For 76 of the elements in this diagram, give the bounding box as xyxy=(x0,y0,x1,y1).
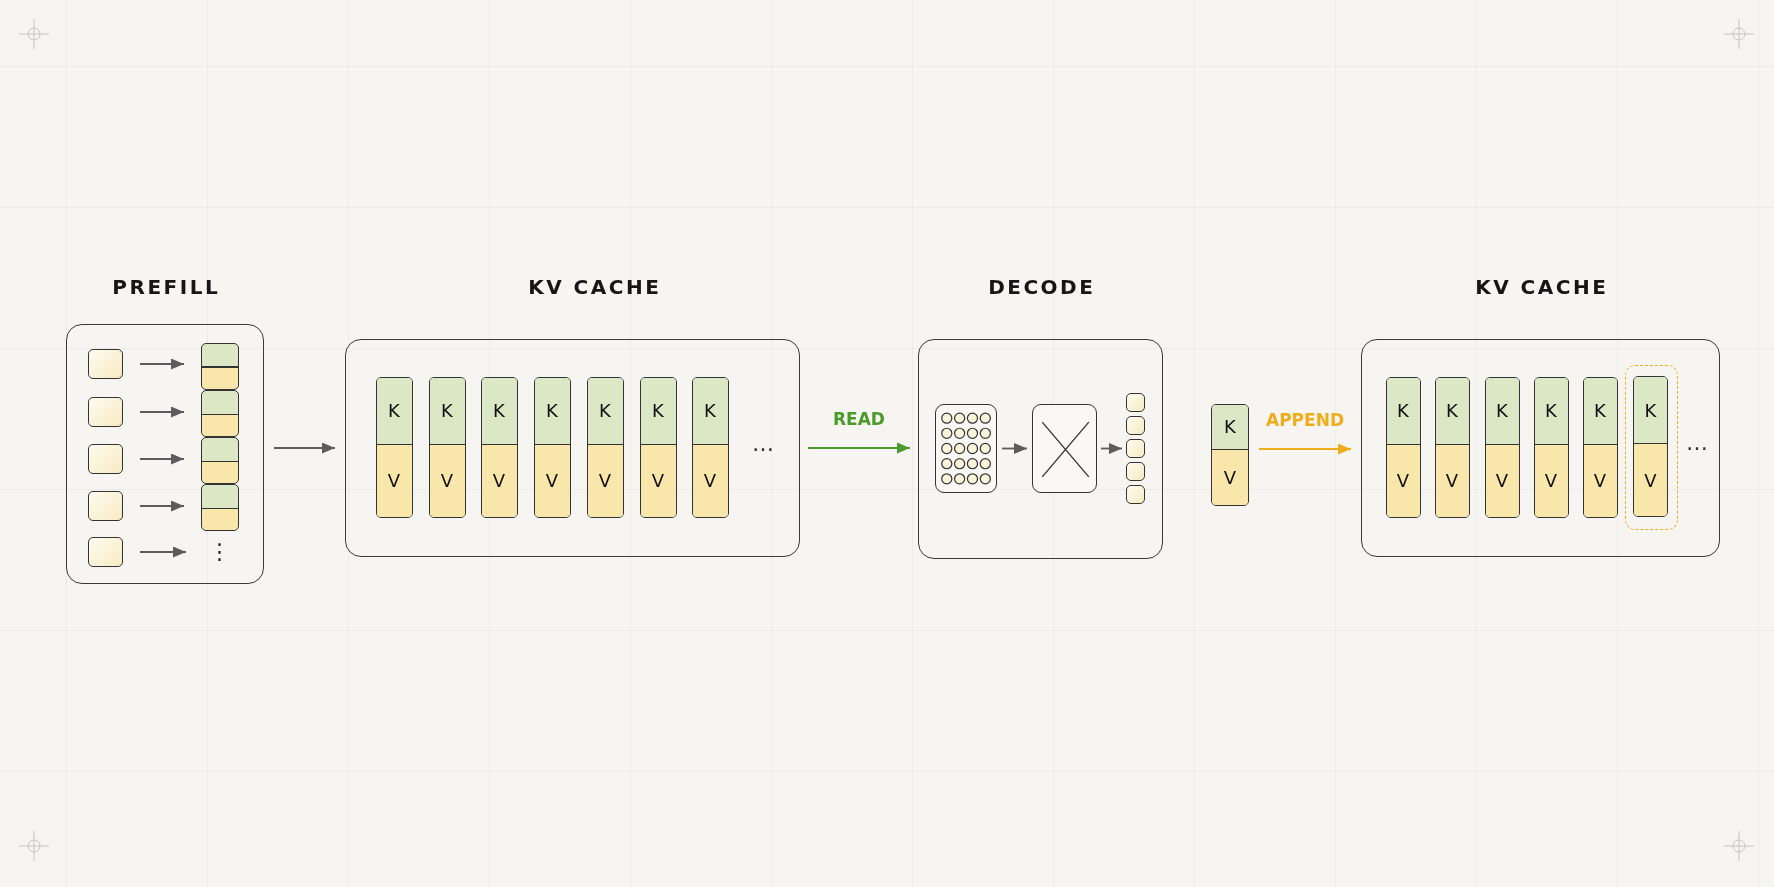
arrow xyxy=(139,453,185,465)
continuation-ellipsis: … xyxy=(752,433,774,455)
key-cell: K xyxy=(1634,377,1667,444)
key-cell: K xyxy=(587,377,623,444)
key-cell: K xyxy=(1386,377,1420,444)
value-cell: V xyxy=(1435,443,1469,517)
kv-column xyxy=(1582,376,1618,518)
key-cell: K xyxy=(534,377,570,444)
output-token-box xyxy=(1125,392,1145,412)
key-cell: K xyxy=(692,377,728,444)
key-cell: K xyxy=(1485,377,1519,444)
input-token-box xyxy=(87,443,123,474)
kv-column xyxy=(1211,404,1249,506)
arrow xyxy=(139,358,185,370)
key-cell: K xyxy=(1435,377,1469,444)
value-cell: V xyxy=(1534,443,1568,517)
kv-column xyxy=(691,376,729,518)
input-token-box xyxy=(87,536,123,567)
kv-pair-block xyxy=(200,389,239,437)
value-cell: V xyxy=(481,443,517,517)
value-cell: V xyxy=(1583,443,1617,517)
arrow xyxy=(807,442,911,454)
key-cell: K xyxy=(376,377,412,444)
arrow xyxy=(139,406,185,418)
kv-column xyxy=(1434,376,1470,518)
arrow xyxy=(139,500,185,512)
key-cell: K xyxy=(640,377,676,444)
section-title: PREFILL xyxy=(112,274,221,299)
arrow xyxy=(1100,443,1123,454)
continuation-ellipsis: … xyxy=(1686,432,1708,454)
value-cell: V xyxy=(692,443,728,517)
arrow xyxy=(1258,443,1352,455)
output-token-box xyxy=(1125,415,1145,435)
input-token-box xyxy=(87,396,123,427)
value-cell: V xyxy=(1485,443,1519,517)
kv-column xyxy=(586,376,624,518)
value-cell: V xyxy=(1634,443,1667,516)
kv-column xyxy=(1385,376,1421,518)
kv-column xyxy=(375,376,413,518)
highlight-outline xyxy=(1624,364,1678,530)
value-cell: V xyxy=(640,443,676,517)
key-cell: K xyxy=(429,377,465,444)
arrow xyxy=(273,442,336,454)
key-cell: K xyxy=(1212,405,1248,449)
arrow xyxy=(139,546,187,558)
input-token-box xyxy=(87,490,123,521)
kv-column xyxy=(1533,376,1569,518)
continuation-dots: ⋮ xyxy=(208,537,231,566)
value-cell: V xyxy=(534,443,570,517)
value-cell: V xyxy=(376,443,412,517)
output-token-box xyxy=(1125,438,1145,458)
key-cell: K xyxy=(481,377,517,444)
kv-pair-block xyxy=(200,436,239,484)
section-title: KV CACHE xyxy=(528,274,662,299)
kv-column xyxy=(1633,376,1668,517)
section-title: DECODE xyxy=(988,274,1096,299)
output-token-box xyxy=(1125,484,1145,504)
kv-pair-block xyxy=(200,342,239,390)
value-cell: V xyxy=(587,443,623,517)
section-title: KV CACHE xyxy=(1475,274,1609,299)
kv-column xyxy=(480,376,518,518)
kv-column xyxy=(639,376,677,518)
value-cell: V xyxy=(429,443,465,517)
cross-box-icon xyxy=(1031,403,1097,493)
kv-pair-block xyxy=(200,483,239,531)
key-cell: K xyxy=(1583,377,1617,444)
kv-column xyxy=(428,376,466,518)
kv-column xyxy=(533,376,571,518)
value-cell: V xyxy=(1386,443,1420,517)
kv-column xyxy=(1484,376,1520,518)
output-token-box xyxy=(1125,461,1145,481)
input-token-box xyxy=(87,348,123,379)
key-cell: K xyxy=(1534,377,1568,444)
value-cell: V xyxy=(1212,448,1248,505)
arrow xyxy=(1001,443,1028,454)
dot-grid-icon xyxy=(934,403,997,493)
